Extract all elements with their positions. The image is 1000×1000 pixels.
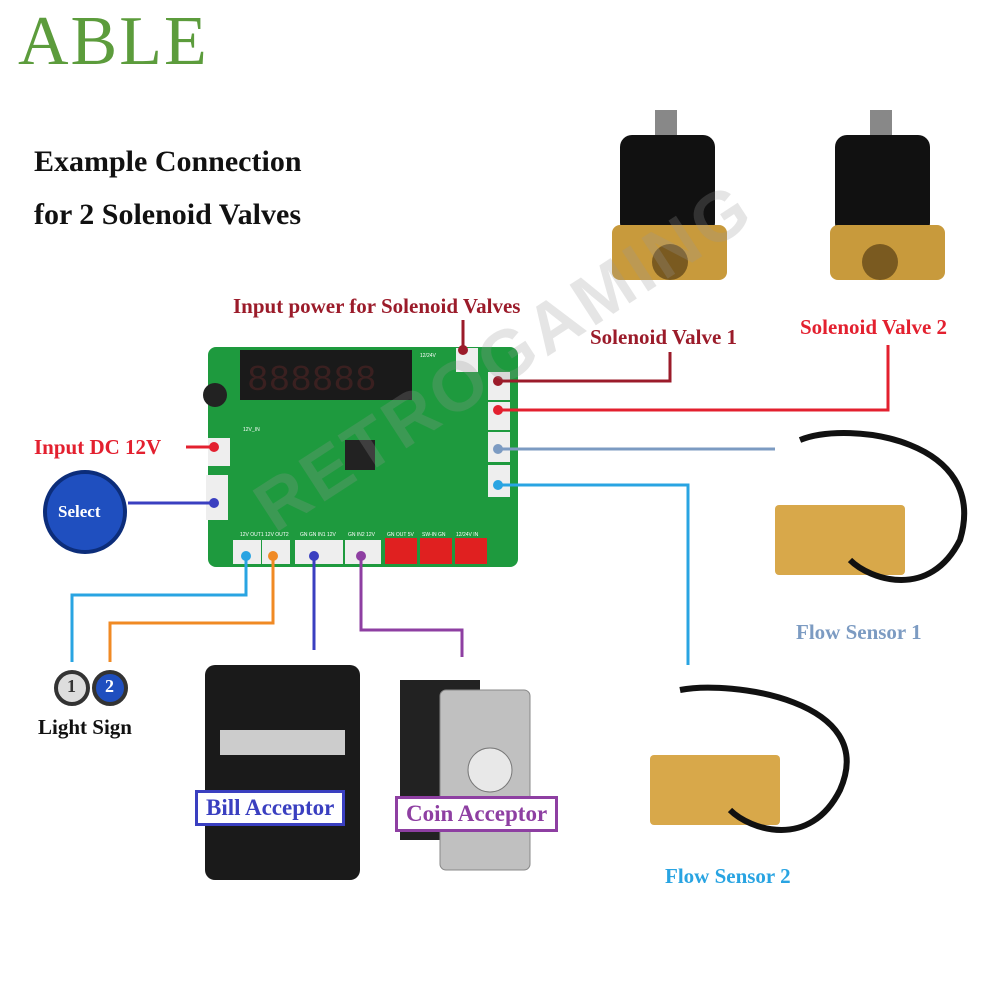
- wire-coin: [359, 556, 464, 657]
- bill-acceptor-image: [205, 665, 360, 880]
- wire-light-2: [108, 556, 275, 662]
- label-flow-2: Flow Sensor 2: [665, 864, 791, 888]
- label-valve-2: Solenoid Valve 2: [800, 315, 948, 339]
- light-sign-2-image: [92, 670, 128, 706]
- label-light-1: 1: [67, 676, 76, 696]
- wire-valve-2: [498, 345, 890, 412]
- coin-acceptor-image: [400, 680, 531, 871]
- label-coin-acceptor: Coin Acceptor: [395, 796, 559, 832]
- heading-line-1: Example Connection: [34, 145, 302, 178]
- solenoid-valve-1-image: [612, 110, 727, 280]
- heading-line-2: for 2 Solenoid Valves: [34, 198, 301, 231]
- silk-in2: GN IN2 12V: [348, 532, 376, 538]
- brand-logo: ABLE: [18, 3, 209, 80]
- wire-flow-2: [498, 483, 690, 665]
- wire-light-1: [70, 556, 248, 662]
- flow-sensor-1-image: [775, 430, 968, 583]
- light-sign-1-image: [54, 670, 90, 706]
- label-input-power: Input power for Solenoid Valves: [233, 294, 521, 318]
- board-display: 888888: [247, 360, 377, 401]
- silk-red3: 12/24V IN: [456, 532, 479, 538]
- label-light-sign: Light Sign: [38, 715, 132, 739]
- label-select: Select: [58, 502, 101, 521]
- flow-sensor-2-image: [650, 684, 850, 833]
- label-bill-acceptor: Bill Acceptor: [195, 790, 346, 826]
- select-button-image: [43, 470, 127, 554]
- controller-board: 888888 12V_IN 12/24V 12V OUT1 12V OUT2 G…: [203, 347, 518, 567]
- wire-valve-1: [498, 352, 672, 383]
- label-flow-1: Flow Sensor 1: [796, 620, 922, 644]
- label-input-dc: Input DC 12V: [34, 435, 162, 459]
- silk-12v-in: 12V_IN: [243, 427, 260, 433]
- silk-12-24v: 12/24V: [420, 353, 437, 359]
- solenoid-valve-2-image: [830, 110, 945, 280]
- silk-red1: GN OUT 5V: [387, 532, 415, 538]
- label-light-2: 2: [105, 676, 114, 696]
- label-valve-1: Solenoid Valve 1: [590, 325, 738, 349]
- silk-out: 12V OUT1 12V OUT2: [240, 532, 289, 538]
- silk-in1: GN GN IN1 12V: [300, 532, 337, 538]
- silk-red2: SW-IN GN: [422, 532, 446, 538]
